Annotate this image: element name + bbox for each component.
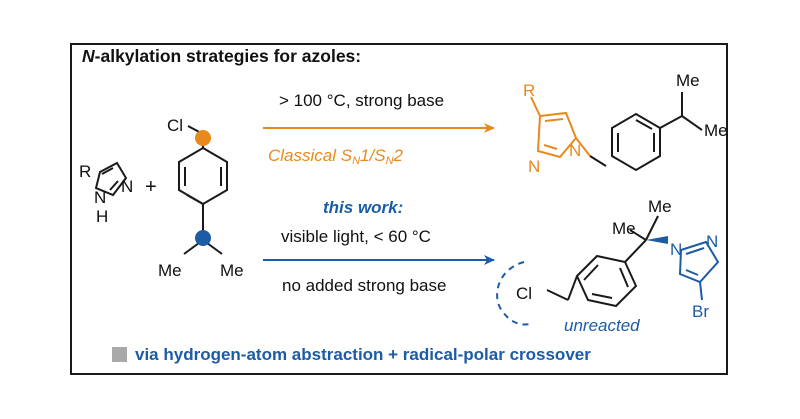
classical-product-me-right-label: Me: [704, 121, 728, 140]
pyrazole-n1-label: N: [121, 177, 133, 196]
this-work-product-me-top-label: Me: [648, 197, 672, 216]
footer-caption: via hydrogen-atom abstraction + radical-…: [135, 345, 591, 364]
benzylic-site-orange: [195, 130, 211, 146]
pyrazole-reactant: [94, 161, 128, 197]
classical-label-sub2: N: [385, 155, 394, 167]
reactant-cl-label: Cl: [167, 116, 183, 135]
pyrazole-n2-label: N: [94, 188, 106, 207]
pyrazole-h-label: H: [96, 207, 108, 226]
reactant-me-left-label: Me: [158, 261, 182, 280]
wedge-bond: [646, 236, 668, 244]
this-work-product-n2-label: N: [706, 232, 718, 251]
this-work-label: this work:: [323, 198, 404, 217]
footer-bullet-square: [112, 347, 127, 362]
plus-sign: +: [145, 176, 157, 198]
no-base-conditions: no added strong base: [282, 276, 447, 295]
tertiary-site-blue: [195, 230, 211, 246]
unreacted-label: unreacted: [564, 316, 640, 335]
scheme-heading: N-alkylation strategies for azoles:: [82, 46, 362, 66]
this-work-product-me-left-label: Me: [612, 219, 636, 238]
this-work-product-cl-label: Cl: [516, 284, 532, 303]
classical-label-mid: 1/S: [360, 146, 386, 165]
this-work-product-br-label: Br: [692, 302, 709, 321]
this-work-product: [496, 215, 720, 326]
heading-n-prefix: N: [82, 46, 95, 66]
classical-label-sub1: N: [352, 155, 361, 167]
classical-label-prefix: Classical S: [268, 146, 353, 165]
classical-product-n2-label: N: [528, 157, 540, 176]
classical-product: [530, 92, 703, 172]
this-work-product-n1-label: N: [670, 240, 682, 259]
classical-product-me-top-label: Me: [676, 71, 700, 90]
pyrazole-r-label: R: [79, 162, 91, 181]
classical-product-r-label: R: [523, 81, 535, 100]
classical-conditions: > 100 °C, strong base: [279, 91, 445, 110]
classical-label: Classical SN1/SN2: [268, 147, 403, 167]
classical-label-suffix: 2: [393, 146, 403, 165]
heading-text: -alkylation strategies for azoles:: [94, 46, 362, 66]
reactant-me-right-label: Me: [220, 261, 244, 280]
scheme-frame: [70, 43, 728, 375]
classical-product-n1-label: N: [569, 141, 581, 160]
light-conditions: visible light, < 60 °C: [281, 227, 431, 246]
